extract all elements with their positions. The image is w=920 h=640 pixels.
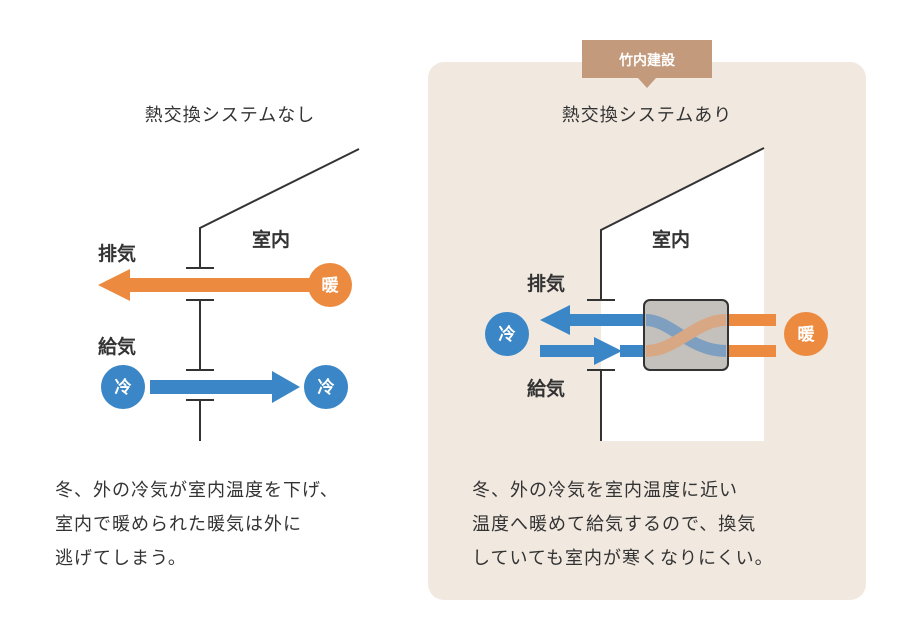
right-house-outline	[587, 147, 765, 441]
company-badge-label: 竹内建設	[618, 52, 676, 69]
right-warm-ducts	[726, 314, 776, 357]
heat-exchanger	[643, 299, 729, 371]
right-warm-text: 暖	[798, 324, 816, 345]
left-house-outline	[186, 148, 360, 441]
right-caption: 冬、外の冷気を室内温度に近い 温度へ暖めて給気するので、換気 していても室内が寒…	[472, 474, 774, 576]
right-caption-line: 温度へ暖めて給気するので、換気	[472, 514, 757, 535]
left-warm-circle: 暖	[308, 263, 352, 307]
right-cold-circle: 冷	[485, 312, 529, 356]
left-cold-in-circle: 冷	[101, 365, 145, 409]
right-warm-circle: 暖	[784, 312, 828, 356]
right-room-label: 室内	[652, 228, 690, 251]
right-cold-text: 冷	[499, 324, 516, 345]
left-supply-label: 給気	[98, 335, 136, 358]
company-badge: 竹内建設	[582, 40, 712, 88]
right-caption-line: していても室内が寒くなりにくい。	[472, 548, 774, 569]
right-supply-label: 給気	[527, 377, 565, 400]
left-title: 熱交換システムなし	[145, 105, 315, 126]
left-warm-text: 暖	[322, 275, 340, 296]
left-caption-line: 逃げてしまう。	[55, 548, 187, 569]
right-title: 熱交換システムあり	[562, 105, 732, 126]
left-caption: 冬、外の冷気が室内温度を下げ、 室内で暖められた暖気は外に 逃げてしまう。	[55, 474, 339, 576]
left-caption-line: 冬、外の冷気が室内温度を下げ、	[55, 480, 339, 501]
left-caption-line: 室内で暖められた暖気は外に	[55, 514, 302, 535]
left-supply-arrow	[150, 371, 300, 403]
left-cold-in-text: 冷	[115, 377, 132, 398]
left-cold-out-circle: 冷	[304, 365, 348, 409]
right-exhaust-label: 排気	[527, 272, 565, 295]
left-cold-out-text: 冷	[318, 377, 335, 398]
left-exhaust-arrow	[98, 269, 312, 301]
left-room-label: 室内	[252, 228, 290, 251]
right-caption-line: 冬、外の冷気を室内温度に近い	[472, 480, 738, 501]
left-exhaust-label: 排気	[98, 242, 136, 265]
right-supply-arrow	[540, 337, 646, 365]
right-exhaust-arrow	[540, 305, 644, 335]
